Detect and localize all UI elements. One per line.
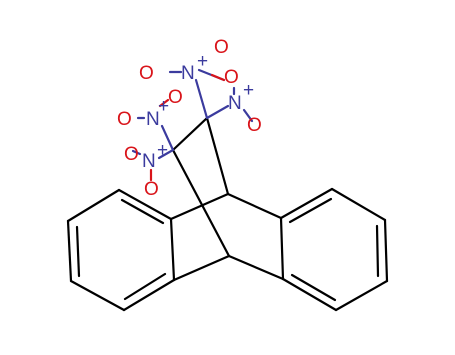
double-bond-inner xyxy=(120,198,165,225)
bond xyxy=(334,279,389,312)
bond xyxy=(279,216,285,281)
left-benzene-ring xyxy=(66,188,176,312)
bond xyxy=(122,278,176,312)
bond xyxy=(205,104,230,120)
bridge-bonds xyxy=(169,116,285,282)
oxygen-atom: O xyxy=(224,67,239,88)
bond xyxy=(383,218,389,283)
oxygen-atom: O xyxy=(144,179,159,200)
charge-plus: + xyxy=(157,140,168,161)
bond xyxy=(171,116,209,152)
bond xyxy=(194,78,209,120)
charge-plus: + xyxy=(158,96,169,117)
bond xyxy=(66,188,121,223)
bond xyxy=(172,254,231,282)
nitro-bonds xyxy=(131,68,254,182)
bond xyxy=(66,219,73,283)
bond xyxy=(279,187,334,220)
nitrogen-atom: N xyxy=(228,93,242,114)
bond xyxy=(330,187,387,222)
nitrogen-atom: N xyxy=(181,63,195,84)
bond xyxy=(131,149,142,156)
oxygen-atom: O xyxy=(117,109,132,130)
nitrogen-atom: N xyxy=(146,109,160,130)
right-benzene-ring xyxy=(279,187,389,312)
double-bond-inner xyxy=(375,224,380,278)
charge-plus: + xyxy=(243,80,254,101)
bond xyxy=(169,192,230,221)
bond xyxy=(157,148,175,160)
nitrogen-atom: N xyxy=(142,151,156,172)
oxygen-atom: O xyxy=(139,63,154,84)
oxygen-atom: O xyxy=(124,144,139,165)
charge-plus: + xyxy=(197,51,208,72)
oxygen-atom: O xyxy=(214,37,229,58)
double-bond-inner xyxy=(123,272,167,301)
double-bond-inner xyxy=(290,273,337,302)
bond xyxy=(205,116,230,196)
bond xyxy=(226,192,283,220)
bond xyxy=(169,217,176,282)
atom-labels: O N + O O N + O O N + O O N + O xyxy=(117,37,262,200)
oxygen-atom: O xyxy=(168,87,183,108)
oxygen-atom: O xyxy=(247,115,262,136)
bond xyxy=(117,188,173,221)
bond xyxy=(242,108,254,123)
bond xyxy=(158,98,170,108)
bond xyxy=(171,148,231,258)
bond xyxy=(69,279,126,312)
bond xyxy=(210,73,226,82)
bond xyxy=(227,254,285,281)
bond xyxy=(281,277,338,312)
bond xyxy=(160,124,175,152)
double-bond-inner xyxy=(75,225,81,278)
double-bond-inner xyxy=(288,197,333,224)
